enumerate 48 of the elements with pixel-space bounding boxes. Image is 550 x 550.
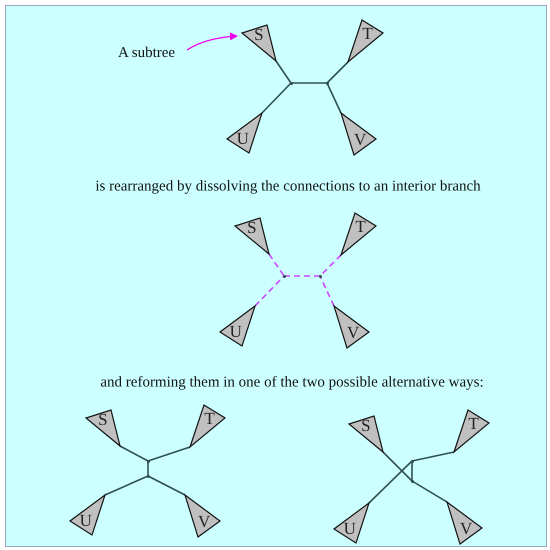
subtree-label: U <box>344 519 356 540</box>
subtree-label: U <box>80 511 92 532</box>
branch-line <box>261 82 292 114</box>
caption-text: is rearranged by dissolving the connections to an interior branch <box>95 178 481 196</box>
dissolved-branch-line <box>319 254 342 277</box>
dissolved-branch-line <box>254 275 285 307</box>
subtree-label: U <box>230 322 242 342</box>
caption-text: and reforming them in one of the two possible alternative ways: <box>100 374 484 392</box>
branch-line <box>275 60 292 84</box>
branch-junction <box>146 460 150 462</box>
subtree-label: T <box>468 414 479 434</box>
branch-line <box>382 451 413 482</box>
subtree-label: V <box>460 519 472 540</box>
branch-line <box>411 461 413 481</box>
subtree-label: V <box>354 130 366 150</box>
branch-line <box>412 451 454 462</box>
branch-line <box>368 460 413 504</box>
subtree-label: V <box>347 323 360 344</box>
dissolved-branch-line <box>284 275 320 277</box>
dissolved-branch-line <box>319 276 335 306</box>
branch-line <box>291 82 327 84</box>
branch-junction <box>318 274 322 278</box>
branch-line <box>104 475 148 496</box>
branch-line <box>148 446 190 462</box>
branch-junction <box>410 480 414 482</box>
branch-line <box>326 61 349 84</box>
subtree-label: T <box>204 408 215 429</box>
subtree-label: S <box>361 416 371 436</box>
branch-junction <box>410 460 414 462</box>
branch-junction <box>146 474 150 478</box>
branch-line <box>120 445 148 462</box>
leader-arrow <box>186 32 238 51</box>
branch-junction <box>290 82 292 84</box>
annotation-text: A subtree <box>118 45 176 61</box>
subtree-label: U <box>236 129 249 150</box>
branch-junction <box>326 82 328 84</box>
branch-line <box>412 480 448 503</box>
branch-line <box>147 461 149 476</box>
branch-junction <box>282 274 286 278</box>
subtree-label: T <box>362 24 373 44</box>
branch-line <box>326 82 342 114</box>
subtree-label: S <box>254 25 264 46</box>
branch-line <box>148 475 186 496</box>
dissolved-branch-line <box>268 254 285 276</box>
subtree-label: T <box>355 216 366 237</box>
subtree-label: S <box>98 410 108 430</box>
subtree-label: V <box>198 512 210 532</box>
subtree-label: S <box>247 218 257 238</box>
